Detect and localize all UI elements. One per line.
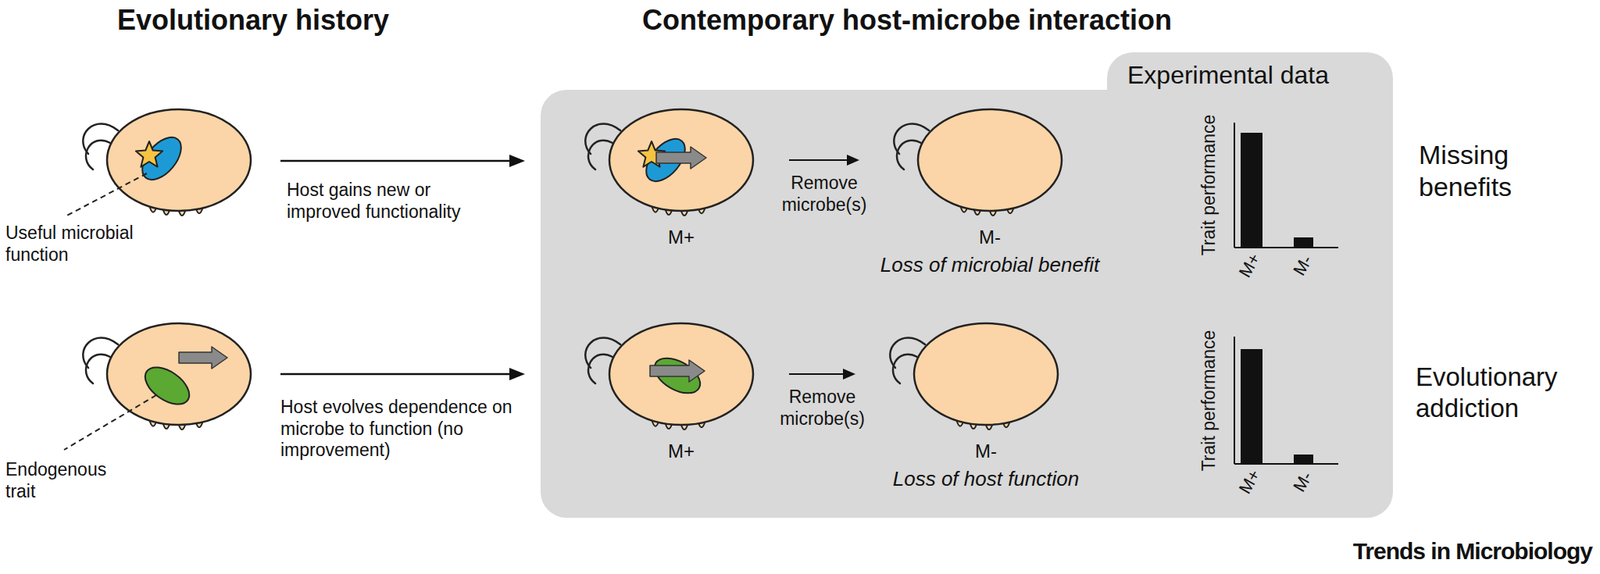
host-organism: M-Loss of host function <box>914 323 1058 425</box>
axis-tick: M- <box>1289 251 1318 279</box>
organism-shape <box>917 109 1062 211</box>
evolution-arrow <box>280 160 511 163</box>
chart-bar <box>1240 132 1263 248</box>
evolution-arrow <box>280 373 511 376</box>
condition-label: M+ <box>667 226 695 250</box>
condition-label: M- <box>975 440 997 464</box>
panel-heading: Experimental data <box>1127 60 1329 90</box>
chart-bar <box>1240 349 1263 465</box>
journal-mark: Trends in Microbiology <box>1353 537 1593 566</box>
function-arrow <box>650 360 705 383</box>
chart-bar <box>1293 237 1314 248</box>
host-body <box>107 323 251 425</box>
microbe <box>648 350 706 400</box>
chart-axis <box>1233 122 1236 248</box>
host-organism: M+ <box>609 323 754 425</box>
axis-title: Trait performance <box>1198 330 1221 472</box>
arrow-note: Host gains new or improved functionality <box>286 179 510 223</box>
axis-title: Trait performance <box>1198 114 1221 257</box>
organism-shape <box>609 323 754 425</box>
host-organism: M-Loss of microbial benefit <box>917 109 1062 211</box>
remove-arrow <box>789 154 860 166</box>
axis-tick: M+ <box>1235 466 1265 498</box>
host-organism: M+ <box>609 109 754 211</box>
axis-tick: M+ <box>1235 250 1265 282</box>
function-arrow <box>656 146 707 169</box>
outcome-label: Loss of microbial benefit <box>880 253 1100 278</box>
edge-label: Remove microbe(s) <box>767 386 878 430</box>
host-body <box>917 109 1062 211</box>
organism-shape <box>914 323 1058 425</box>
section-heading: Evolutionary history <box>117 3 390 37</box>
row-title: Evolutionary addiction <box>1415 361 1593 424</box>
leader-line <box>64 395 157 450</box>
condition-label: M+ <box>667 440 695 464</box>
condition-label: M- <box>978 226 1001 250</box>
chart-bar <box>1293 454 1314 465</box>
host-body <box>914 323 1058 425</box>
callout-label: Useful microbial function <box>5 222 174 266</box>
organism-shape <box>609 109 754 211</box>
host-body <box>609 323 754 425</box>
microbe <box>138 360 196 412</box>
remove-arrow <box>789 368 856 380</box>
outcome-label: Loss of host function <box>892 467 1079 492</box>
function-arrow <box>178 346 228 369</box>
arrow-head <box>509 367 525 381</box>
host-body <box>609 109 754 211</box>
axis-tick: M- <box>1289 467 1318 496</box>
arrow-note: Host evolves dependence on microbe to fu… <box>280 396 525 462</box>
leader-line <box>64 173 147 218</box>
experiment-panel: Experimental dataM+M-Loss of microbial b… <box>540 52 1393 518</box>
host-body <box>107 109 251 211</box>
arrow-head <box>509 154 525 168</box>
microbe <box>135 130 190 187</box>
row-title: Missing benefits <box>1418 139 1575 204</box>
section-heading: Contemporary host-microbe interaction <box>642 3 1172 37</box>
chart-axis <box>1233 336 1236 465</box>
star-symbol <box>135 141 163 168</box>
callout-label: Endogenous trait <box>5 459 123 503</box>
edge-label: Remove microbe(s) <box>769 172 879 216</box>
